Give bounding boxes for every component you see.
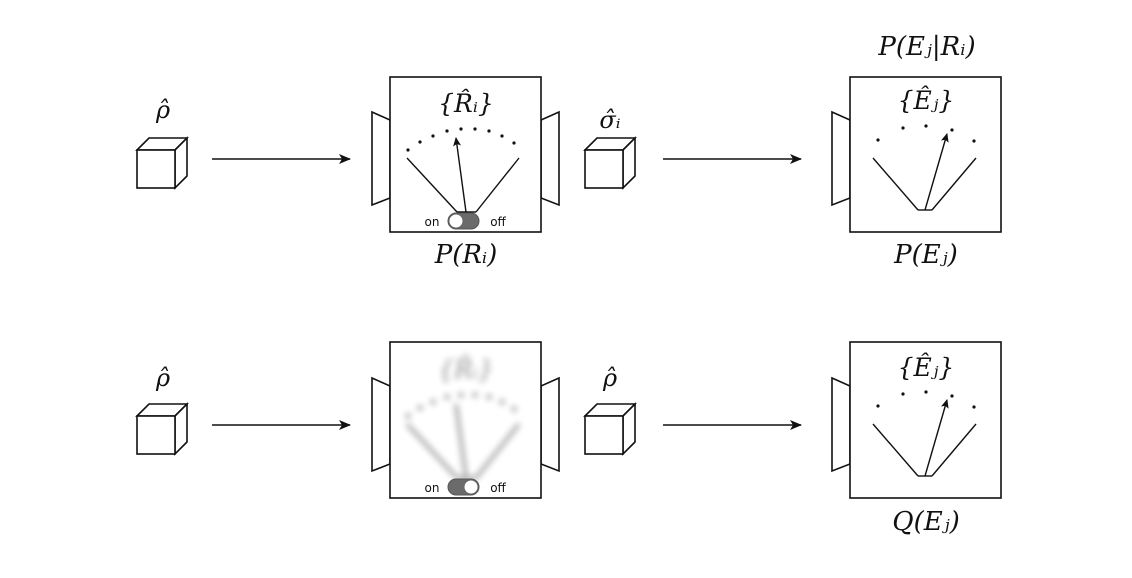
- detector-bottom-label: Q(Eⱼ): [892, 507, 959, 537]
- instrument-top-label: {R̂ᵢ}: [438, 89, 494, 118]
- dial-needle: [453, 137, 467, 213]
- blurred-dial: {R̂ᵢ}: [405, 355, 521, 480]
- detector: {Êⱼ}: [831, 341, 1002, 499]
- input-state-label: ρ̂: [155, 364, 170, 392]
- instrument-bottom-label: P(Rᵢ): [434, 240, 498, 270]
- switch-off-label: off: [490, 481, 506, 495]
- on-off-toggle[interactable]: [447, 212, 480, 230]
- measurement-instrument-inactive: {R̂ᵢ} on off: [371, 341, 560, 499]
- detector-ticks: [876, 390, 976, 409]
- detector-needle: [924, 399, 949, 477]
- input-state-cube: [135, 402, 189, 456]
- detector-ticks: [876, 124, 976, 143]
- row-2: ρ̂ {R̂ᵢ} on: [135, 341, 1002, 537]
- detector-top-label: {Êⱼ}: [898, 86, 955, 115]
- detector-flap: [831, 110, 851, 207]
- switch-off-label: off: [490, 215, 506, 229]
- switch-on-label: on: [425, 481, 440, 495]
- detector: P(Eⱼ|Rᵢ) {Êⱼ}: [831, 32, 1002, 233]
- switch-on-label: on: [425, 215, 440, 229]
- detector-bottom-label: P(Eⱼ): [893, 240, 958, 270]
- dial-ticks: [406, 127, 516, 152]
- mid-state-cube: [583, 136, 637, 190]
- input-state-cube: [135, 136, 189, 190]
- mid-state-label: σ̂ᵢ: [599, 106, 620, 134]
- detector-needle: [924, 133, 949, 211]
- instrument-top-label: {R̂ᵢ}: [438, 355, 494, 384]
- detector-dial: [872, 124, 977, 211]
- measurement-instrument: {R̂ᵢ} on off: [371, 76, 560, 233]
- instrument-left-flap: [371, 110, 391, 207]
- instrument-left-flap: [371, 376, 391, 473]
- on-off-toggle[interactable]: [447, 478, 480, 496]
- instrument-right-flap: [540, 376, 560, 473]
- detector-dial: [872, 390, 977, 477]
- detector-above-label: P(Eⱼ|Rᵢ): [877, 32, 975, 62]
- instrument-right-flap: [540, 110, 560, 207]
- mid-state-cube: [583, 402, 637, 456]
- input-state-label: ρ̂: [155, 96, 170, 124]
- row-1: ρ̂ {R̂ᵢ}: [135, 32, 1002, 270]
- detector-flap: [831, 376, 851, 473]
- mid-state-label: ρ̂: [602, 364, 617, 392]
- detector-top-label: {Êⱼ}: [898, 353, 955, 382]
- dial-gauge: [406, 127, 520, 213]
